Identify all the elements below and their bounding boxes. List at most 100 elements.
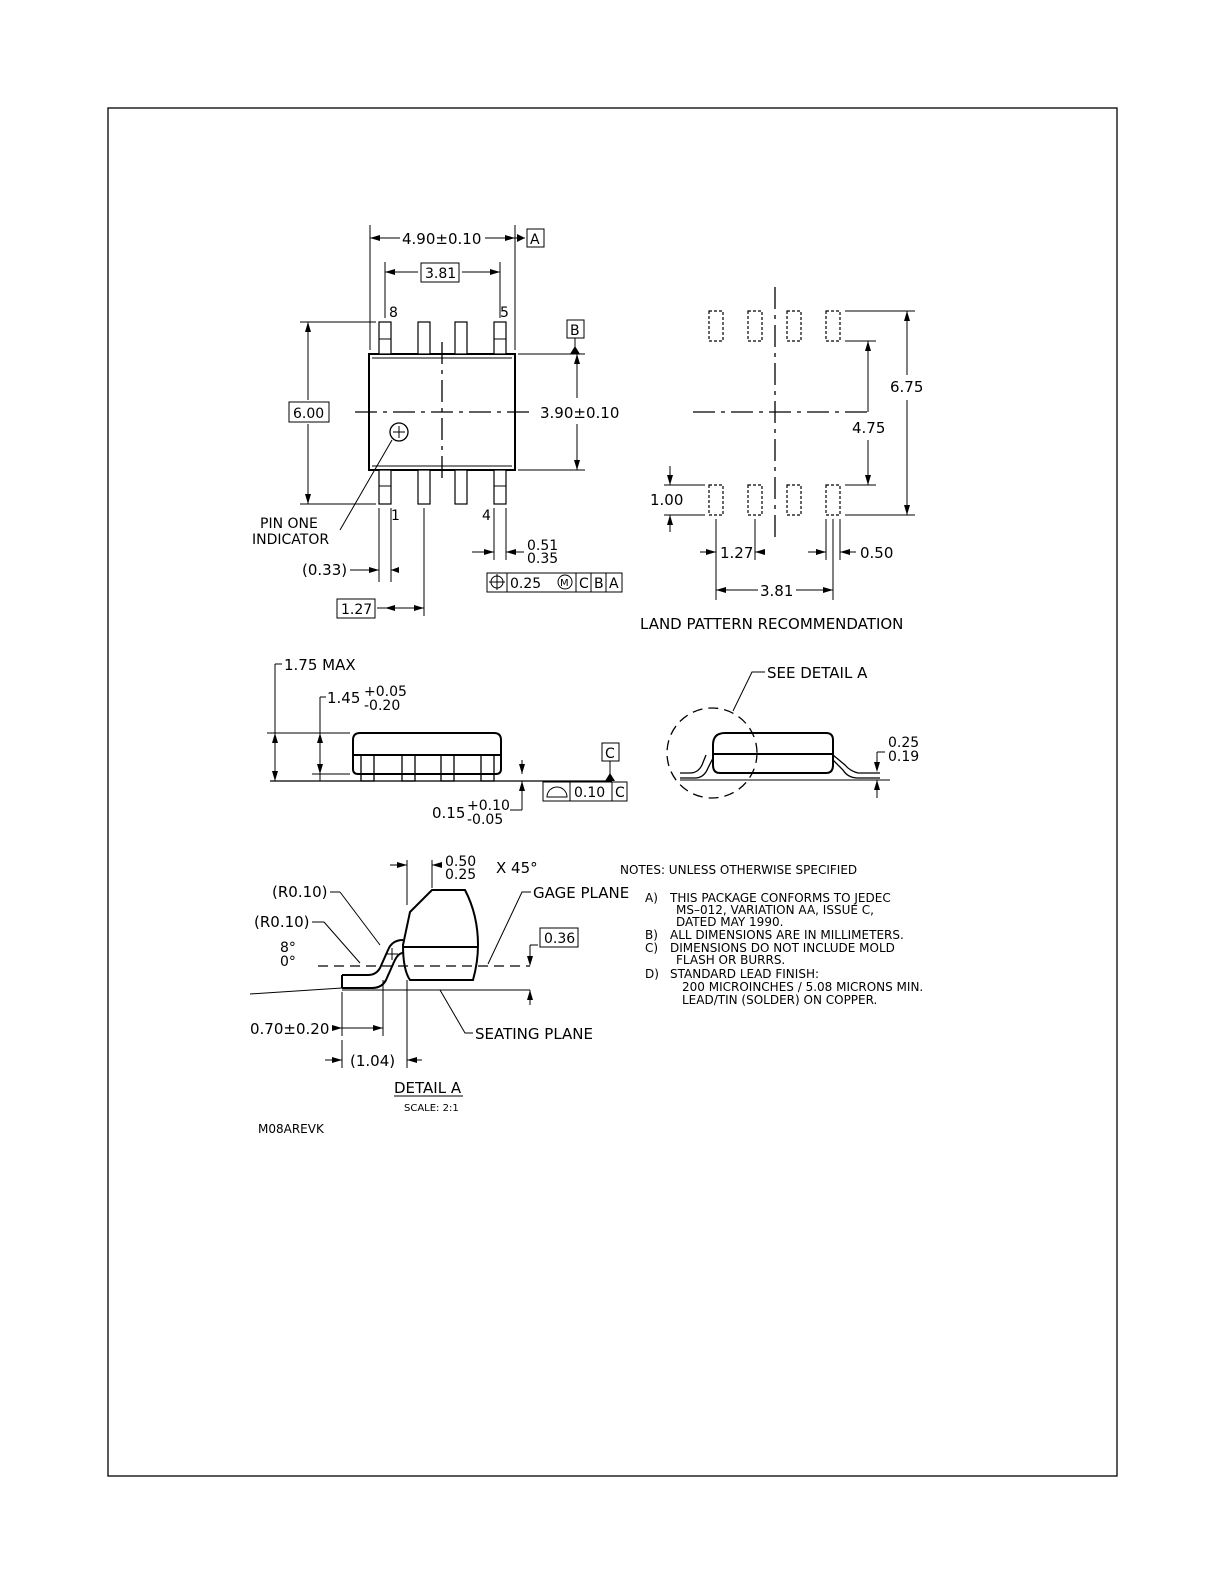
standoff-minus: -0.05 — [467, 812, 503, 828]
flatness-frame — [542, 781, 628, 802]
pin-4-label: 4 — [482, 508, 491, 524]
profile-surface-icon — [546, 786, 568, 798]
land-pad-7 — [747, 310, 763, 342]
fcf-datum-b: B — [594, 576, 604, 592]
lead-thickness-min: 0.19 — [888, 749, 919, 765]
lead-4 — [493, 469, 507, 505]
land-pattern-title: LAND PATTERN RECOMMENDATION — [640, 615, 903, 633]
fcf-modifier: M — [560, 578, 569, 589]
note-d-line1: STANDARD LEAD FINISH: — [670, 967, 819, 981]
notes: NOTES: UNLESS OTHERWISE SPECIFIED A) THI… — [620, 863, 923, 1007]
pin-span-dim: 3.81 — [425, 266, 456, 282]
mmc-modifier-icon — [557, 574, 573, 590]
datum-a: A — [530, 232, 540, 248]
body-width-dim: 3.90±0.10 — [540, 404, 619, 422]
lead-1 — [378, 469, 392, 505]
land-span-dim: 3.81 — [760, 582, 793, 600]
gage-dim: 0.36 — [544, 931, 575, 947]
pitch-dim: 1.27 — [341, 602, 372, 618]
flatness-tolerance: 0.10 — [574, 785, 605, 801]
chamfer-angle: X 45° — [496, 859, 538, 877]
pin-one-label-1: PIN ONE — [260, 516, 318, 532]
lead-7 — [417, 321, 431, 355]
offset-dim: (0.33) — [302, 561, 347, 579]
note-d-label: D) — [645, 967, 659, 981]
note-d-line2: 200 MICROINCHES / 5.08 MICRONS MIN. — [682, 980, 923, 994]
detail-a-scale: SCALE: 2:1 — [404, 1103, 459, 1114]
land-pad-8 — [708, 310, 724, 342]
land-pad-3 — [786, 484, 802, 516]
standoff-dim: 0.15 — [432, 804, 465, 822]
fcf-tolerance: 0.25 — [510, 576, 541, 592]
datum-b: B — [570, 323, 580, 339]
gage-plane-label: GAGE PLANE — [533, 884, 629, 902]
land-pattern: 6.75 4.75 1.00 1.27 0.50 — [640, 287, 923, 633]
lead-width-min: 0.35 — [527, 551, 558, 567]
lead-2 — [417, 469, 431, 505]
end-body — [712, 732, 834, 765]
length-dim: 4.90±0.10 — [402, 230, 481, 248]
land-pitch-dim: 1.27 — [720, 544, 753, 562]
angle-max: 8° — [280, 940, 296, 956]
foot-ref-dim: (1.04) — [350, 1052, 395, 1070]
land-overall-dim: 6.75 — [890, 378, 923, 396]
land-pad-4 — [825, 484, 841, 516]
note-b-label: B) — [645, 928, 658, 942]
note-d-line3: LEAD/TIN (SOLDER) ON COPPER. — [682, 993, 877, 1007]
detail-a: 0.50 0.25 X 45° (R0.10) (R0.10) GAGE PLA… — [249, 854, 629, 1114]
fcf-datum-a: A — [609, 576, 619, 592]
lead-thickness-max: 0.25 — [888, 735, 919, 751]
detail-a-title: DETAIL A — [394, 1079, 462, 1097]
notes-heading: NOTES: UNLESS OTHERWISE SPECIFIED — [620, 863, 857, 877]
note-c-line2: FLASH OR BURRS. — [676, 953, 785, 967]
foot-length-dim: 0.70±0.20 — [250, 1020, 329, 1038]
land-pad-2 — [747, 484, 763, 516]
position-tolerance-frame — [486, 572, 623, 593]
note-a-line1: THIS PACKAGE CONFORMS TO JEDEC — [669, 891, 891, 905]
overall-width-dim: 6.00 — [293, 406, 324, 422]
angle-min: 0° — [280, 954, 296, 970]
pin-1-label: 1 — [391, 508, 400, 524]
seating-plane-label: SEATING PLANE — [475, 1025, 593, 1043]
fcf-datum-c: C — [579, 576, 589, 592]
side-body — [352, 732, 502, 775]
pin-one-label-2: INDICATOR — [252, 532, 329, 548]
chamfer-max: 0.50 — [445, 854, 476, 870]
note-c-label: C) — [645, 941, 658, 955]
radius-2: (R0.10) — [254, 913, 310, 931]
max-height-dim: 1.75 MAX — [284, 656, 356, 674]
drawing-id: M08AREVK — [258, 1122, 325, 1136]
datum-c: C — [605, 746, 615, 762]
top-view: 4.90±0.10 A 3.81 8 5 B 3.90±0.10 — [252, 225, 623, 619]
end-view: SEE DETAIL A 0.25 0.19 — [666, 664, 919, 799]
lead-width-max: 0.51 — [527, 538, 558, 554]
land-pad-5 — [825, 310, 841, 342]
chamfer-min: 0.25 — [445, 867, 476, 883]
standoff-plus: +0.10 — [467, 798, 510, 814]
lead-5 — [493, 321, 507, 355]
see-detail-label: SEE DETAIL A — [767, 664, 868, 682]
land-pad-6 — [786, 310, 802, 342]
land-pad-1 — [708, 484, 724, 516]
note-a-line2: MS–012, VARIATION AA, ISSUE C, — [676, 903, 874, 917]
pin-5-label: 5 — [500, 305, 509, 321]
flatness-datum: C — [615, 785, 625, 801]
page-border — [107, 107, 1118, 1477]
body-height-plus: +0.05 — [364, 684, 407, 700]
land-pad-width-dim: 0.50 — [860, 544, 893, 562]
pin-8-label: 8 — [389, 305, 398, 321]
land-inner-dim: 4.75 — [852, 419, 885, 437]
pin-one-indicator-icon — [389, 422, 409, 442]
body-height-dim: 1.45 — [327, 689, 360, 707]
body-height-minus: -0.20 — [364, 698, 400, 714]
detail-a-callout-circle — [666, 707, 758, 799]
radius-1: (R0.10) — [272, 883, 328, 901]
lead-6 — [454, 321, 468, 355]
lead-3 — [454, 469, 468, 505]
note-a-line3: DATED MAY 1990. — [676, 915, 783, 929]
note-c-line1: DIMENSIONS DO NOT INCLUDE MOLD — [670, 941, 895, 955]
note-b-line1: ALL DIMENSIONS ARE IN MILLIMETERS. — [670, 928, 904, 942]
land-pad-length-dim: 1.00 — [650, 491, 683, 509]
note-a-label: A) — [645, 891, 658, 905]
